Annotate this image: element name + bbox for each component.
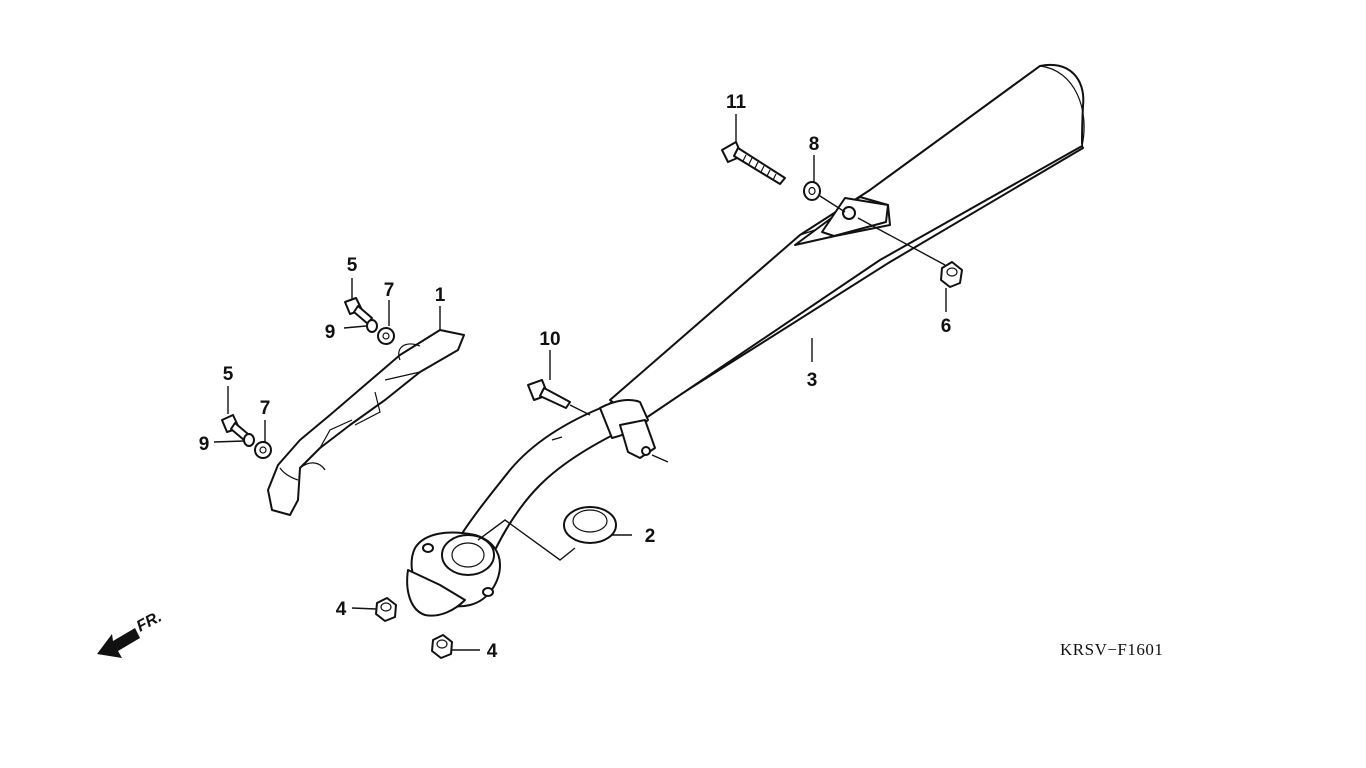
callout-2: 2 [645, 526, 656, 547]
exhaust-header-pipe [406, 399, 669, 617]
bolt-5-upper [344, 297, 373, 325]
callout-9-lower: 9 [199, 434, 210, 455]
callout-11: 11 [726, 92, 747, 113]
diagram-code: KRSV−F1601 [1060, 640, 1163, 659]
front-direction-arrow: FR. [97, 608, 165, 658]
bolt-5-lower [221, 414, 249, 441]
bolt-10 [527, 379, 591, 416]
nut-4-bottom [431, 634, 453, 659]
callout-7-upper: 7 [384, 280, 395, 301]
callout-10: 10 [539, 329, 560, 350]
spring-washer-9-lower [243, 433, 255, 447]
washer-7-lower [254, 441, 272, 459]
callout-3: 3 [807, 370, 818, 391]
nut-6 [940, 261, 963, 288]
callout-7-lower: 7 [260, 398, 271, 419]
front-direction-label: FR. [134, 608, 165, 635]
leader-lines [213, 114, 947, 651]
washer-8 [803, 181, 946, 266]
callout-9-upper: 9 [325, 322, 336, 343]
callout-1: 1 [435, 285, 446, 306]
muffler [607, 63, 1085, 423]
bolt-11 [721, 141, 786, 185]
callout-5-lower: 5 [223, 364, 234, 385]
callout-8: 8 [809, 134, 820, 155]
callout-5-upper: 5 [347, 255, 358, 276]
heat-shield [267, 329, 465, 516]
gasket [563, 506, 632, 544]
washer-7-upper [377, 327, 395, 345]
callout-6: 6 [941, 316, 952, 337]
callout-4-bottom: 4 [487, 641, 498, 662]
nut-4-left [375, 597, 397, 622]
callout-4-left: 4 [336, 599, 347, 620]
spring-washer-9-upper [366, 319, 378, 333]
